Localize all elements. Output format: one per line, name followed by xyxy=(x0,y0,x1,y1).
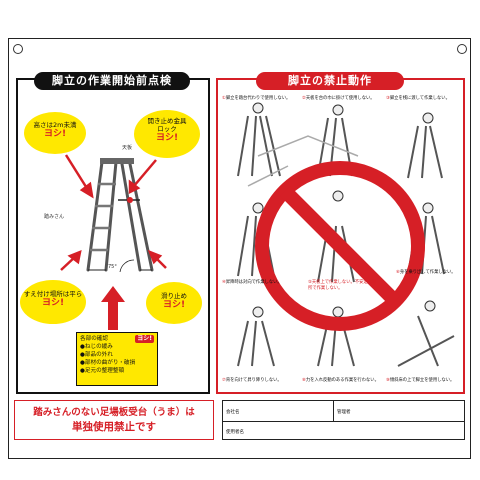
label-angle: 75° xyxy=(108,264,117,270)
caption-4: ④昇降時は対向で作業しない。 xyxy=(222,280,282,285)
caption-2: ②天板を台の巾に掛けて使用しない。 xyxy=(302,96,375,101)
lock-check-ok: ヨシ! xyxy=(155,133,179,143)
signature-form: 会社名 管理者 使用者名 xyxy=(222,400,465,440)
ground-check-bubble: すえ付け場所は平ら ヨシ! xyxy=(20,280,86,324)
warning-box: 踏みさんのない足場板受台（うま）は 単独使用禁止です xyxy=(14,400,214,440)
ladder-illustration xyxy=(86,158,154,273)
lock-check-text2: ロック xyxy=(157,125,177,133)
prohibited-title: 脚立の禁止動作 xyxy=(256,72,404,90)
checklist-header: 各部の確認 xyxy=(80,336,108,342)
caption-7: ⑦背を向けて昇り降りしない。 xyxy=(222,378,282,383)
inspection-title: 脚立の作業開始前点検 xyxy=(34,72,190,90)
antislip-check-ok: ヨシ! xyxy=(162,300,186,310)
warning-line-1: 踏みさんのない足場板受台（うま）は xyxy=(33,407,195,418)
checklist-item: ●部品の外れ xyxy=(80,352,113,358)
mount-hole-right xyxy=(457,44,467,54)
parts-checklist: 各部の確認 ヨシ! ●ねじの緩み ●部品の外れ ●部材の曲がり・破損 ●足元の整… xyxy=(76,332,158,386)
antislip-check-bubble: 滑り止め ヨシ! xyxy=(146,282,202,324)
warning-line-2: 単独使用禁止です xyxy=(72,421,156,433)
ground-check-ok: ヨシ! xyxy=(41,298,65,308)
label-rung: 踏みさん xyxy=(44,214,65,220)
ground-check-text: すえ付け場所は平ら xyxy=(23,290,83,298)
caption-8: ⑧力を入れ反動のある作業を行わない。 xyxy=(302,378,379,383)
pointer-arrows xyxy=(60,154,167,330)
height-check-bubble: 高さは2m未満 ヨシ! xyxy=(24,112,86,154)
checklist-item: ●足元の整理整頓 xyxy=(80,368,125,374)
checklist-item: ●ねじの緩み xyxy=(80,344,113,350)
height-check-text: 高さは2m未満 xyxy=(33,121,77,129)
lock-check-text: 開き止め金具 xyxy=(147,117,187,125)
checklist-tag: ヨシ! xyxy=(135,335,154,343)
user-label: 使用者名 xyxy=(226,430,244,435)
company-label: 会社名 xyxy=(226,410,240,415)
mount-hole-left xyxy=(13,44,23,54)
manager-label: 管理者 xyxy=(337,410,351,415)
form-row-user: 使用者名 xyxy=(223,421,464,441)
prohibited-illustrations xyxy=(237,102,455,367)
antislip-check-text: 滑り止め xyxy=(161,292,187,300)
caption-5: ⑤天板上で作業しない。不安定な場所で作業しない。 xyxy=(308,280,377,291)
checklist-item: ●部材の曲がり・破損 xyxy=(80,360,136,366)
sign-board xyxy=(8,38,471,459)
caption-3: ③脚立を桟に渡して作業しない。 xyxy=(386,96,450,101)
height-check-ok: ヨシ! xyxy=(43,129,67,139)
caption-1: ①脚立を踏台代わりで使用しない。 xyxy=(222,96,291,101)
lock-check-bubble: 開き止め金具 ロック ヨシ! xyxy=(134,110,200,158)
caption-6: ⑥身を乗り出して作業しない。 xyxy=(396,270,456,275)
form-row-company: 会社名 管理者 xyxy=(223,401,464,422)
label-top-plate: 天板 xyxy=(122,145,133,151)
caption-9: ⑨傾斜床の上で脚立を使用しない。 xyxy=(386,378,455,383)
